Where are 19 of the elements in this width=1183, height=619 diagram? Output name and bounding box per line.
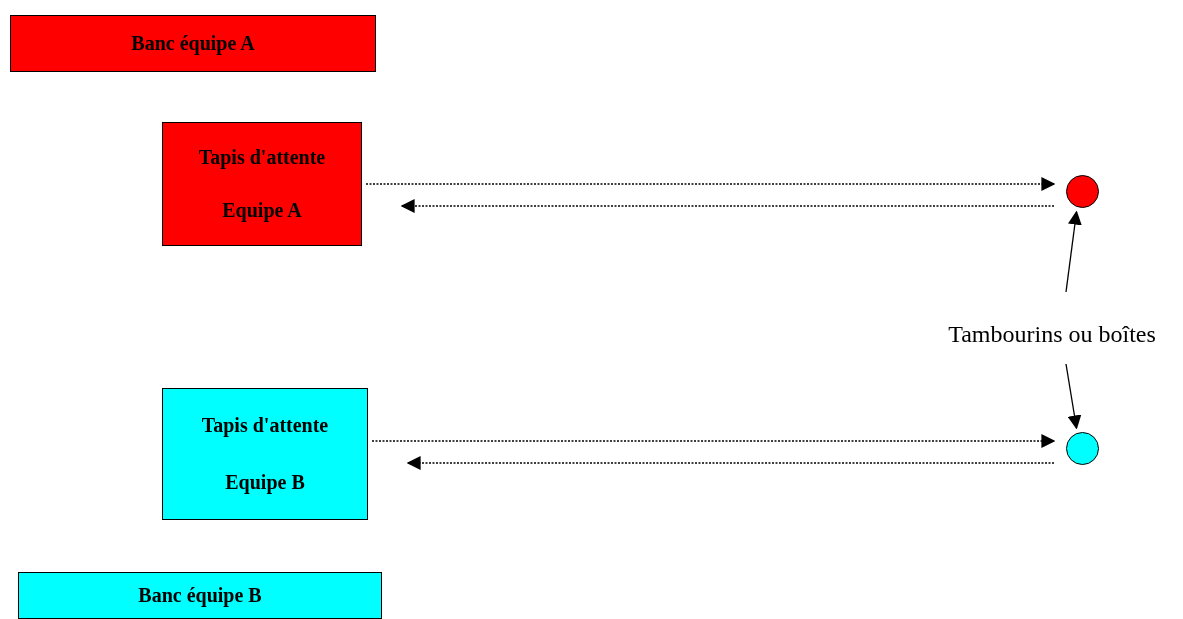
labeled-box xyxy=(162,122,362,246)
dotted-arrow xyxy=(365,177,1056,191)
box-label: Banc équipe B xyxy=(138,584,262,607)
box-label: Tapis d'attente xyxy=(201,414,329,437)
leader-arrow xyxy=(1065,363,1082,430)
labeled-box xyxy=(162,388,368,520)
box-label: Tapis d'attente xyxy=(198,146,326,169)
dotted-arrow xyxy=(406,456,1055,470)
circle-marker xyxy=(1066,175,1099,208)
leader-arrow xyxy=(1065,210,1082,293)
circle-marker xyxy=(1066,432,1099,465)
dotted-arrow xyxy=(400,199,1055,213)
box-label: Banc équipe A xyxy=(131,32,255,55)
box-label: Equipe A xyxy=(222,199,302,222)
labeled-box xyxy=(10,15,376,72)
dotted-arrow xyxy=(371,434,1056,448)
labeled-box xyxy=(18,572,382,619)
box-label: Equipe B xyxy=(225,471,305,494)
callout-text: Tambourins ou boîtes xyxy=(948,320,1156,348)
